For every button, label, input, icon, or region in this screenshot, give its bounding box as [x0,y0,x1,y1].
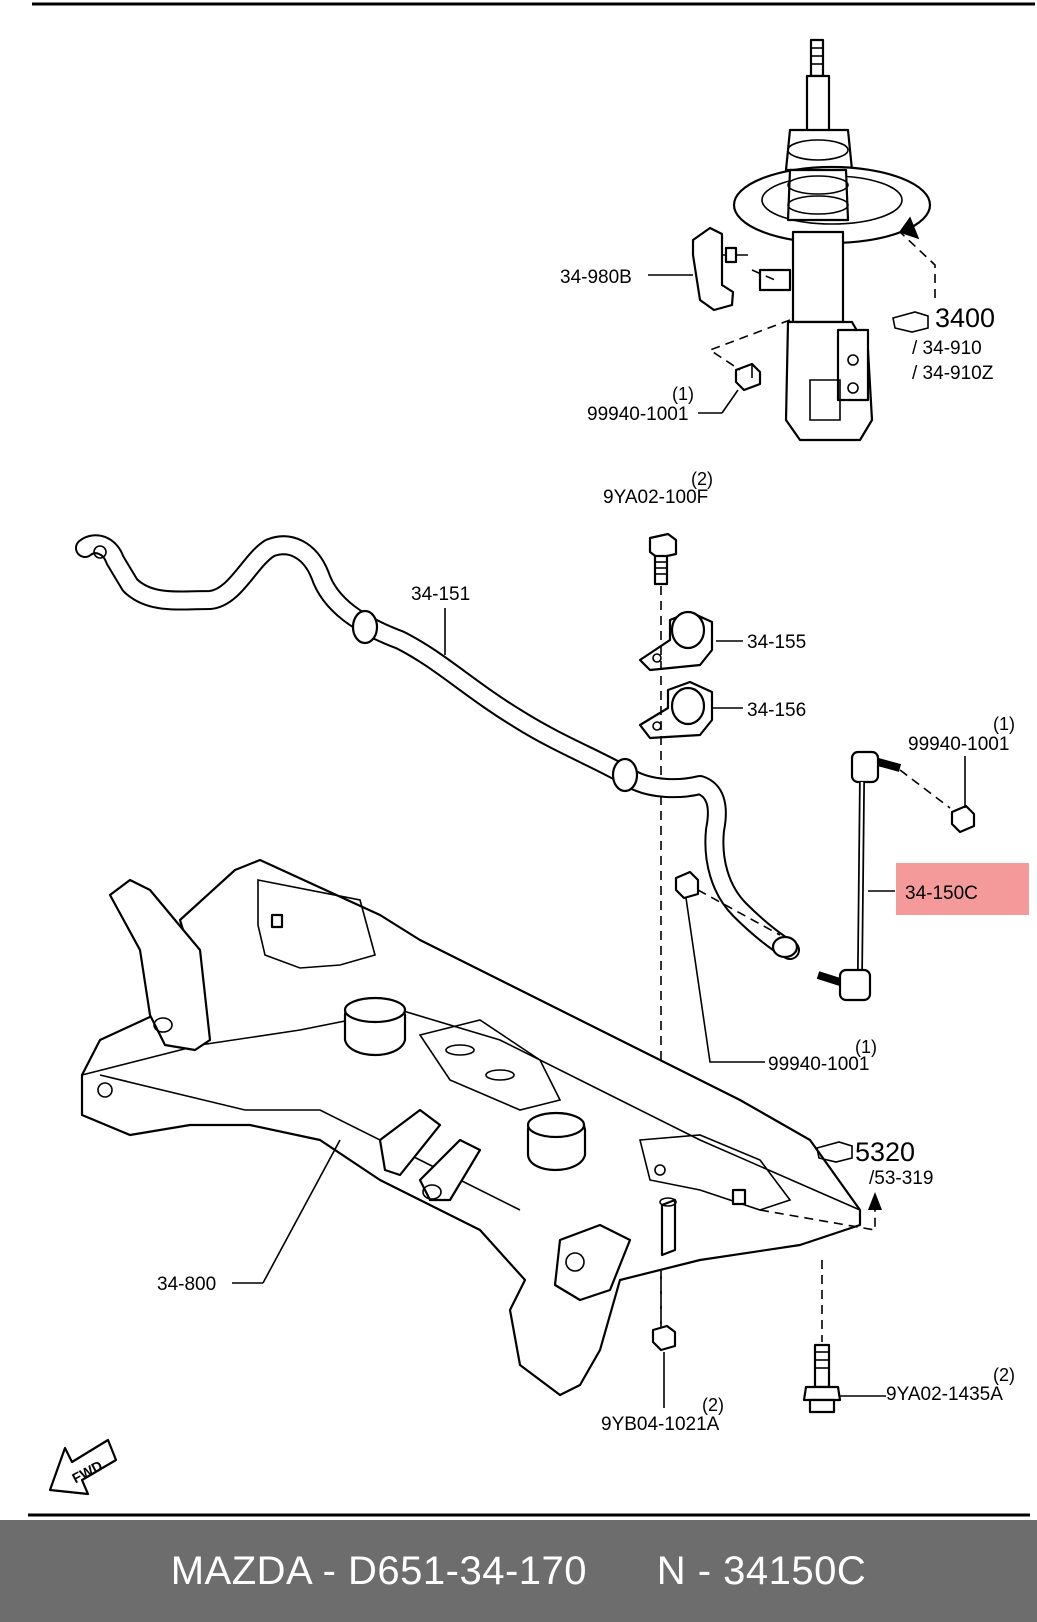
label-34-155: 34-155 [747,632,806,653]
label-34-910: / 34-910 [912,338,982,359]
label-9ya02-100f: 9YA02-100F [603,487,708,508]
label-99940-mid: 99940-1001 [768,1054,869,1075]
qty-99940-right: (1) [993,714,1015,734]
label-9ya02-1435a: 9YA02-1435A [886,1384,1003,1405]
qty-9ya02-1435a: (2) [993,1365,1015,1385]
footer-bar: MAZDA - D651-34-170 N - 34150C [0,1520,1037,1622]
label-3400: 3400 [935,303,995,333]
label-34-150c: 34-150C [905,883,978,904]
qty-9yb04: (2) [702,1395,724,1415]
qty-99940-mid: (1) [855,1037,877,1057]
bushing-34-156 [638,680,714,740]
label-99940-right: 99940-1001 [908,734,1009,755]
bolt-9ya02-100f [648,532,678,586]
highlight-box [896,863,1029,915]
hand-pointer-icon [816,1141,853,1163]
label-53-319: /53-319 [869,1168,933,1189]
label-34-980b: 34-980B [560,267,632,288]
label-34-156: 34-156 [747,700,806,721]
label-34-910z: / 34-910Z [912,363,994,384]
nut-mid [674,870,700,900]
fwd-arrow-icon [48,1438,118,1496]
strut-assembly [732,38,932,442]
bracket-34-980b [691,226,748,312]
stabilizer-link-34-150c [816,750,902,1002]
qty-9ya02-100f: (2) [691,469,713,489]
label-34-151: 34-151 [411,584,470,605]
hand-pointer-icon [892,311,929,333]
nut-top [734,362,762,392]
bolt-9ya02-1435a [802,1343,842,1414]
parts-diagram: 34-980B 3400 / 34-910 / 34-910Z (1) 9994… [28,2,1035,1517]
label-9yb04: 9YB04-1021A [601,1414,720,1435]
label-34-800: 34-800 [157,1274,216,1295]
label-99940-top: 99940-1001 [587,404,688,425]
stabilizer-bar [75,534,800,960]
nut-right [950,804,976,834]
clamp-34-155 [638,610,714,672]
qty-99940-top: (1) [672,384,694,404]
label-5320: 5320 [855,1137,915,1167]
footer-part-numbers: MAZDA - D651-34-170 N - 34150C [170,1548,867,1593]
crossmember-34-800 [80,858,862,1397]
nut-9yb04 [651,1324,677,1352]
